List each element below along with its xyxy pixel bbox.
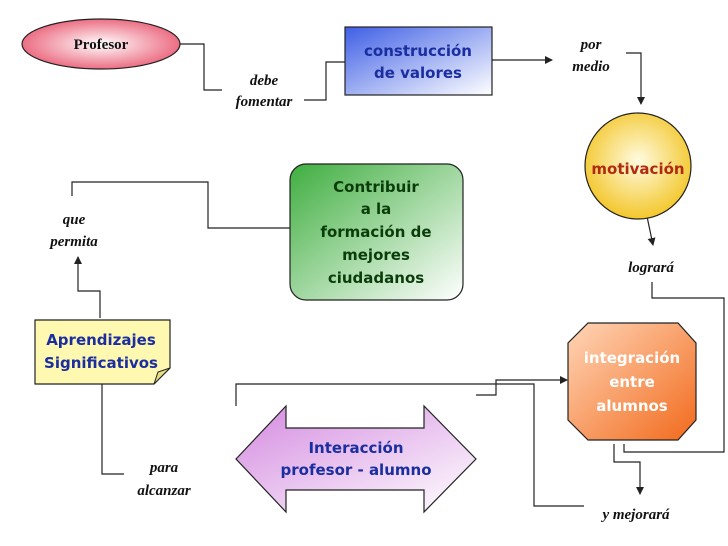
label-debe: debe	[250, 73, 279, 89]
label-y-mejorara: y mejorará	[600, 507, 670, 523]
node-interaccion: Interacción profesor - alumno	[235, 404, 477, 514]
connector-alcanzar-aprendizajes	[101, 384, 124, 475]
connector-aprendizajes-permita	[74, 256, 101, 318]
label-lograra: logrará	[628, 260, 674, 276]
integracion-label-2: entre	[609, 373, 655, 391]
label-por: por	[579, 37, 602, 53]
connector-integracion-mejorara	[613, 444, 644, 495]
label-fomentar: fomentar	[236, 94, 293, 110]
contribuir-label-4: mejores	[342, 246, 410, 264]
node-profesor: Profesor	[21, 18, 181, 70]
node-contribuir: Contribuir a la formación de mejores ciu…	[289, 163, 464, 301]
connector-lograra-integracion	[623, 282, 725, 453]
node-construccion: construcción de valores	[344, 26, 493, 96]
label-medio: medio	[572, 59, 610, 75]
interaccion-label-1: Interacción	[308, 439, 403, 457]
motivacion-label: motivación	[591, 160, 684, 178]
connector-permita-contribuir	[71, 181, 290, 229]
contribuir-label-1: Contribuir	[333, 178, 419, 196]
interaccion-label-2: profesor - alumno	[281, 461, 432, 479]
construccion-label-1: construcción	[364, 42, 472, 60]
integracion-label-1: integración	[584, 349, 680, 367]
connector-fomentar-construccion	[304, 61, 345, 101]
node-aprendizajes: Aprendizajes Significativos	[34, 319, 171, 385]
contribuir-label-5: ciudadanos	[328, 269, 424, 287]
connector-medio-motivacion	[626, 52, 645, 105]
integracion-label-3: alumnos	[596, 397, 668, 415]
connector-interaccion-integracion	[476, 376, 568, 396]
aprendizajes-label-1: Aprendizajes	[46, 331, 156, 349]
profesor-label: Profesor	[74, 37, 129, 53]
aprendizajes-label-2: Significativos	[44, 354, 158, 372]
node-integracion: integración entre alumnos	[567, 322, 697, 441]
contribuir-label-3: formación de	[320, 223, 431, 241]
label-permita: permita	[48, 234, 98, 250]
connector-mejorara-interaccion	[235, 383, 584, 507]
label-que: que	[63, 212, 86, 228]
contribuir-label-2: a la	[361, 200, 392, 218]
node-motivacion: motivación	[584, 112, 692, 220]
label-para: para	[148, 460, 179, 476]
construccion-label-2: de valores	[374, 64, 462, 82]
label-alcanzar: alcanzar	[137, 483, 191, 499]
connector-profesor-construccion	[180, 43, 222, 91]
